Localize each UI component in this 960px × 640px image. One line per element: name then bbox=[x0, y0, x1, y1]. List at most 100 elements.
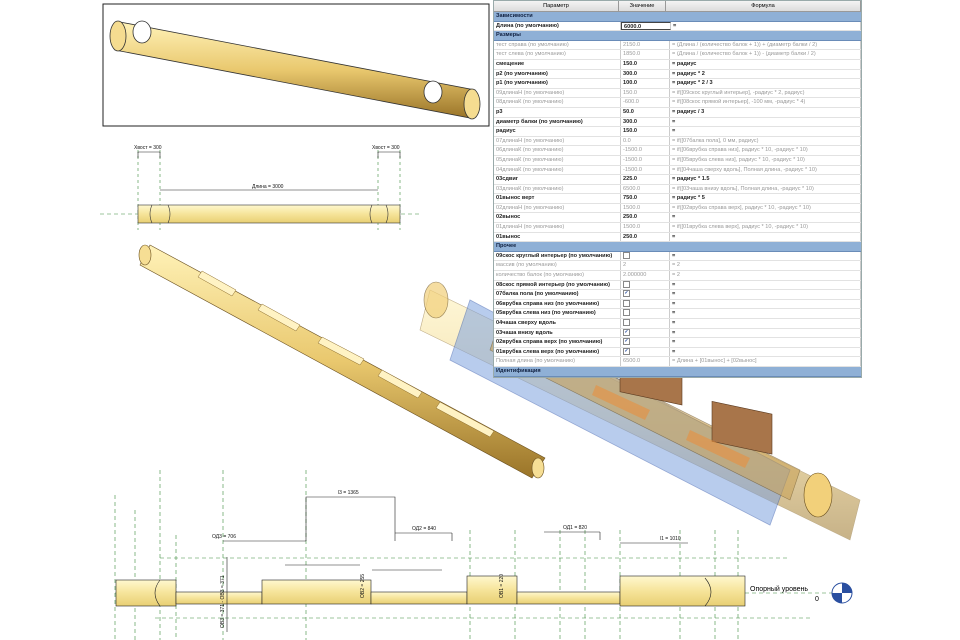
param-formula[interactable]: = bbox=[670, 309, 861, 318]
param-value[interactable]: 50.0 bbox=[621, 107, 670, 117]
param-value[interactable]: -1500.0 bbox=[621, 146, 670, 155]
param-value[interactable]: 150.0 bbox=[621, 88, 670, 98]
table-row: смещение 150.0 = радиус bbox=[494, 59, 861, 70]
table-row: 07балка пола (по умолчанию) ✓ = bbox=[494, 290, 861, 300]
param-value[interactable]: 225.0 bbox=[621, 175, 670, 184]
checkbox[interactable]: ✓ bbox=[623, 338, 630, 346]
param-formula[interactable]: = if([01врубка слева верх], радиус * 10,… bbox=[670, 223, 861, 232]
param-formula[interactable]: = if([07балка пола], 0 мм, радиус) bbox=[670, 136, 861, 146]
param-formula[interactable]: = bbox=[670, 290, 861, 299]
param-value[interactable] bbox=[621, 280, 670, 290]
checkbox[interactable]: ✓ bbox=[623, 290, 630, 298]
param-value[interactable]: ✓ bbox=[621, 328, 670, 338]
param-formula[interactable]: = bbox=[670, 319, 861, 328]
param-formula[interactable]: = радиус bbox=[670, 59, 861, 69]
param-value[interactable]: 250.0 bbox=[621, 232, 670, 242]
group-header[interactable]: Идентификация bbox=[494, 366, 861, 377]
level-marker-icon[interactable] bbox=[831, 582, 853, 604]
param-formula[interactable]: = bbox=[670, 251, 861, 261]
checkbox[interactable]: ✓ bbox=[623, 347, 630, 355]
param-value[interactable]: 1500.0 bbox=[621, 223, 670, 232]
param-formula[interactable]: = Длина + [01вынос] + [02вынос] bbox=[670, 357, 861, 366]
column-header[interactable]: Формула bbox=[666, 1, 861, 11]
param-value[interactable] bbox=[621, 309, 670, 318]
group-header[interactable]: Прочее bbox=[494, 242, 861, 252]
param-formula[interactable]: = 2 bbox=[670, 271, 861, 280]
param-formula[interactable]: = if([02врубка справа верх], радиус * 10… bbox=[670, 203, 861, 213]
param-name: p1 (по умолчанию) bbox=[494, 79, 621, 88]
table-row: 08длинаК (по умолчанию) -600.0 = if([08с… bbox=[494, 98, 861, 108]
table-row: Полная длина (по умолчанию) 6500.0 = Дли… bbox=[494, 357, 861, 367]
param-formula[interactable]: = if([06врубка справа низ], радиус * 10,… bbox=[670, 146, 861, 155]
param-value[interactable]: 6000.0 bbox=[621, 21, 671, 31]
param-formula[interactable]: = bbox=[670, 127, 861, 136]
column-header[interactable]: Значение bbox=[619, 1, 666, 11]
param-value[interactable]: 2150.0 bbox=[621, 40, 670, 50]
param-formula[interactable]: = bbox=[670, 347, 861, 357]
param-formula[interactable]: = радиус * 2 bbox=[670, 69, 861, 79]
param-value[interactable]: 150.0 bbox=[621, 59, 670, 69]
param-value[interactable]: 6500.0 bbox=[621, 357, 670, 366]
param-formula[interactable]: = (Длина / (количество балок + 1)) - (ди… bbox=[670, 50, 861, 59]
param-formula[interactable]: = bbox=[670, 338, 861, 347]
param-value[interactable]: 2 bbox=[621, 261, 670, 271]
table-row: 04длинаК (по умолчанию) -1500.0 = if([04… bbox=[494, 165, 861, 176]
param-value[interactable]: 300.0 bbox=[621, 69, 670, 79]
param-formula[interactable]: = if([04чаша сверху вдоль], Полная длина… bbox=[670, 165, 861, 175]
param-value[interactable] bbox=[621, 299, 670, 309]
param-formula[interactable]: = if([08скос прямой интерьер], -100 мм, … bbox=[670, 98, 861, 107]
param-value[interactable]: -600.0 bbox=[621, 98, 670, 107]
param-formula[interactable]: = if([05врубка слева низ], радиус * 10, … bbox=[670, 155, 861, 165]
checkbox[interactable] bbox=[623, 309, 630, 317]
param-value[interactable]: 6500.0 bbox=[621, 184, 670, 194]
param-formula[interactable]: = bbox=[670, 328, 861, 338]
param-value[interactable]: 1850.0 bbox=[621, 50, 670, 59]
param-formula[interactable]: = bbox=[671, 21, 861, 31]
table-row: 09длинаН (по умолчанию) 150.0 = if([09ск… bbox=[494, 88, 861, 99]
checkbox[interactable]: ✓ bbox=[623, 328, 630, 336]
table-row: 02вынос 250.0 = bbox=[494, 213, 861, 224]
param-value[interactable]: ✓ bbox=[621, 338, 670, 347]
param-value[interactable]: 0.0 bbox=[621, 136, 670, 146]
param-formula[interactable]: = 2 bbox=[670, 261, 861, 271]
param-name: диаметр балки (по умолчанию) bbox=[494, 117, 621, 127]
param-value[interactable] bbox=[621, 319, 670, 328]
table-row: массив (по умолчанию) 2 = 2 bbox=[494, 261, 861, 272]
param-formula[interactable]: = радиус * 5 bbox=[670, 194, 861, 203]
notch bbox=[132, 20, 152, 44]
param-value[interactable]: -1500.0 bbox=[621, 155, 670, 165]
group-header[interactable]: Зависимости bbox=[494, 12, 861, 22]
param-value[interactable]: 100.0 bbox=[621, 79, 670, 88]
param-formula[interactable]: = if([03чаша внизу вдоль], Полная длина,… bbox=[670, 184, 861, 194]
param-value[interactable]: -1500.0 bbox=[621, 165, 670, 175]
param-formula[interactable]: = радиус / 3 bbox=[670, 107, 861, 117]
param-value[interactable] bbox=[621, 251, 670, 261]
checkbox[interactable] bbox=[623, 299, 630, 307]
param-formula[interactable]: = bbox=[670, 232, 861, 242]
param-formula[interactable]: = bbox=[670, 280, 861, 290]
param-value[interactable]: 2.000000 bbox=[621, 271, 670, 280]
param-value[interactable]: 250.0 bbox=[621, 213, 670, 223]
param-formula[interactable]: = if([09скос круглый интерьер], -радиус … bbox=[670, 88, 861, 98]
column-header[interactable]: Параметр bbox=[494, 1, 619, 11]
param-formula[interactable]: = радиус * 2 / 3 bbox=[670, 79, 861, 88]
checkbox[interactable] bbox=[623, 319, 630, 327]
param-formula[interactable]: = (Длина / (количество балок + 1)) + (ди… bbox=[670, 40, 861, 50]
param-formula[interactable]: = bbox=[670, 299, 861, 309]
table-row: 01вынос верт 750.0 = радиус * 5 bbox=[494, 194, 861, 204]
param-value[interactable]: 1500.0 bbox=[621, 203, 670, 213]
param-value[interactable]: 750.0 bbox=[621, 194, 670, 203]
param-formula[interactable]: = bbox=[670, 117, 861, 127]
checkbox[interactable] bbox=[623, 251, 630, 259]
table-row: 05длинаК (по умолчанию) -1500.0 = if([05… bbox=[494, 155, 861, 166]
param-formula[interactable]: = bbox=[670, 213, 861, 223]
param-value[interactable]: ✓ bbox=[621, 290, 670, 299]
group-header[interactable]: Размеры bbox=[494, 31, 861, 41]
log-3d-notched bbox=[138, 244, 546, 479]
checkbox[interactable] bbox=[623, 280, 630, 288]
param-value[interactable]: 300.0 bbox=[621, 117, 670, 127]
param-value[interactable]: ✓ bbox=[621, 347, 670, 357]
param-formula[interactable]: = радиус * 1.5 bbox=[670, 175, 861, 184]
param-value[interactable]: 150.0 bbox=[621, 127, 670, 136]
